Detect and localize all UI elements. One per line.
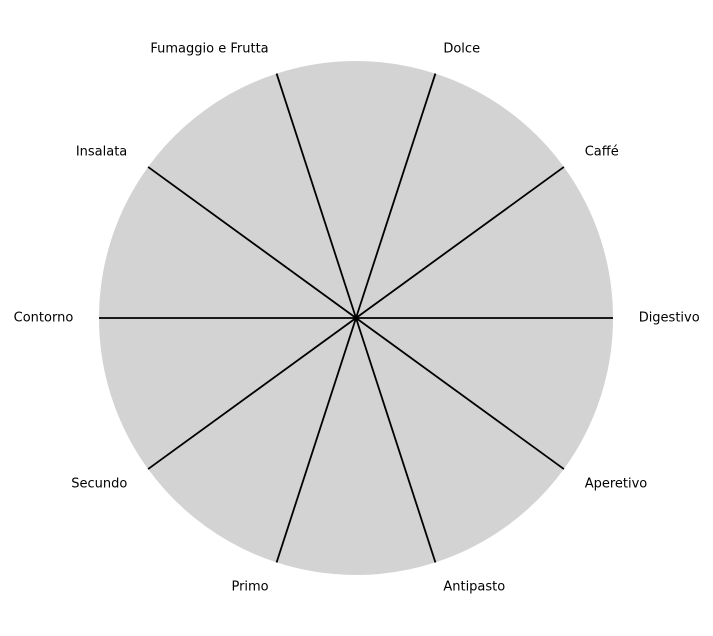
slice-edge-secundo [147, 317, 357, 470]
slice-label-insalata: Insalata [76, 144, 127, 159]
pie-slice-contorno [99, 318, 356, 470]
pie-slice-antipasto [356, 318, 564, 563]
slice-label-digestivo: Digestivo [639, 311, 700, 326]
slice-edge-caffe [355, 166, 565, 319]
pie-slice-dolce [276, 61, 436, 318]
slice-edge-fumaggio-e-frutta [275, 73, 357, 319]
slice-label-dolce: Dolce [443, 42, 480, 57]
pie-slice-primo [276, 318, 436, 575]
slice-edge-dolce [355, 73, 437, 319]
slice-label-secundo: Secundo [71, 477, 127, 492]
slice-label-caffe: Caffé [585, 144, 619, 159]
pie-slice-caffe [356, 73, 564, 318]
slice-edge-antipasto [355, 317, 437, 563]
slice-edges [99, 73, 613, 563]
pie-slices [99, 61, 613, 575]
slice-label-aperetivo: Aperetivo [585, 477, 648, 492]
slice-labels: Digestivo Caffé Dolce Fumaggio e FruttaInsa… [14, 42, 700, 595]
slice-label-antipasto: Antipasto [443, 579, 505, 594]
pie-slice-fumaggio-e-frutta [148, 73, 356, 318]
slice-label-fumaggio-e-frutta: Fumaggio e Frutta [150, 42, 268, 57]
slice-label-primo: Primo [231, 579, 268, 594]
pie-slice-secundo [148, 318, 356, 563]
slice-label-contorno: Contorno [14, 311, 74, 326]
pie-slice-aperetivo [356, 318, 613, 470]
slice-edge-insalata [147, 166, 357, 319]
slice-edge-aperetivo [355, 317, 565, 470]
slice-edge-primo [275, 317, 357, 563]
pie-slice-digestivo [356, 166, 613, 318]
pie-slice-insalata [99, 166, 356, 318]
